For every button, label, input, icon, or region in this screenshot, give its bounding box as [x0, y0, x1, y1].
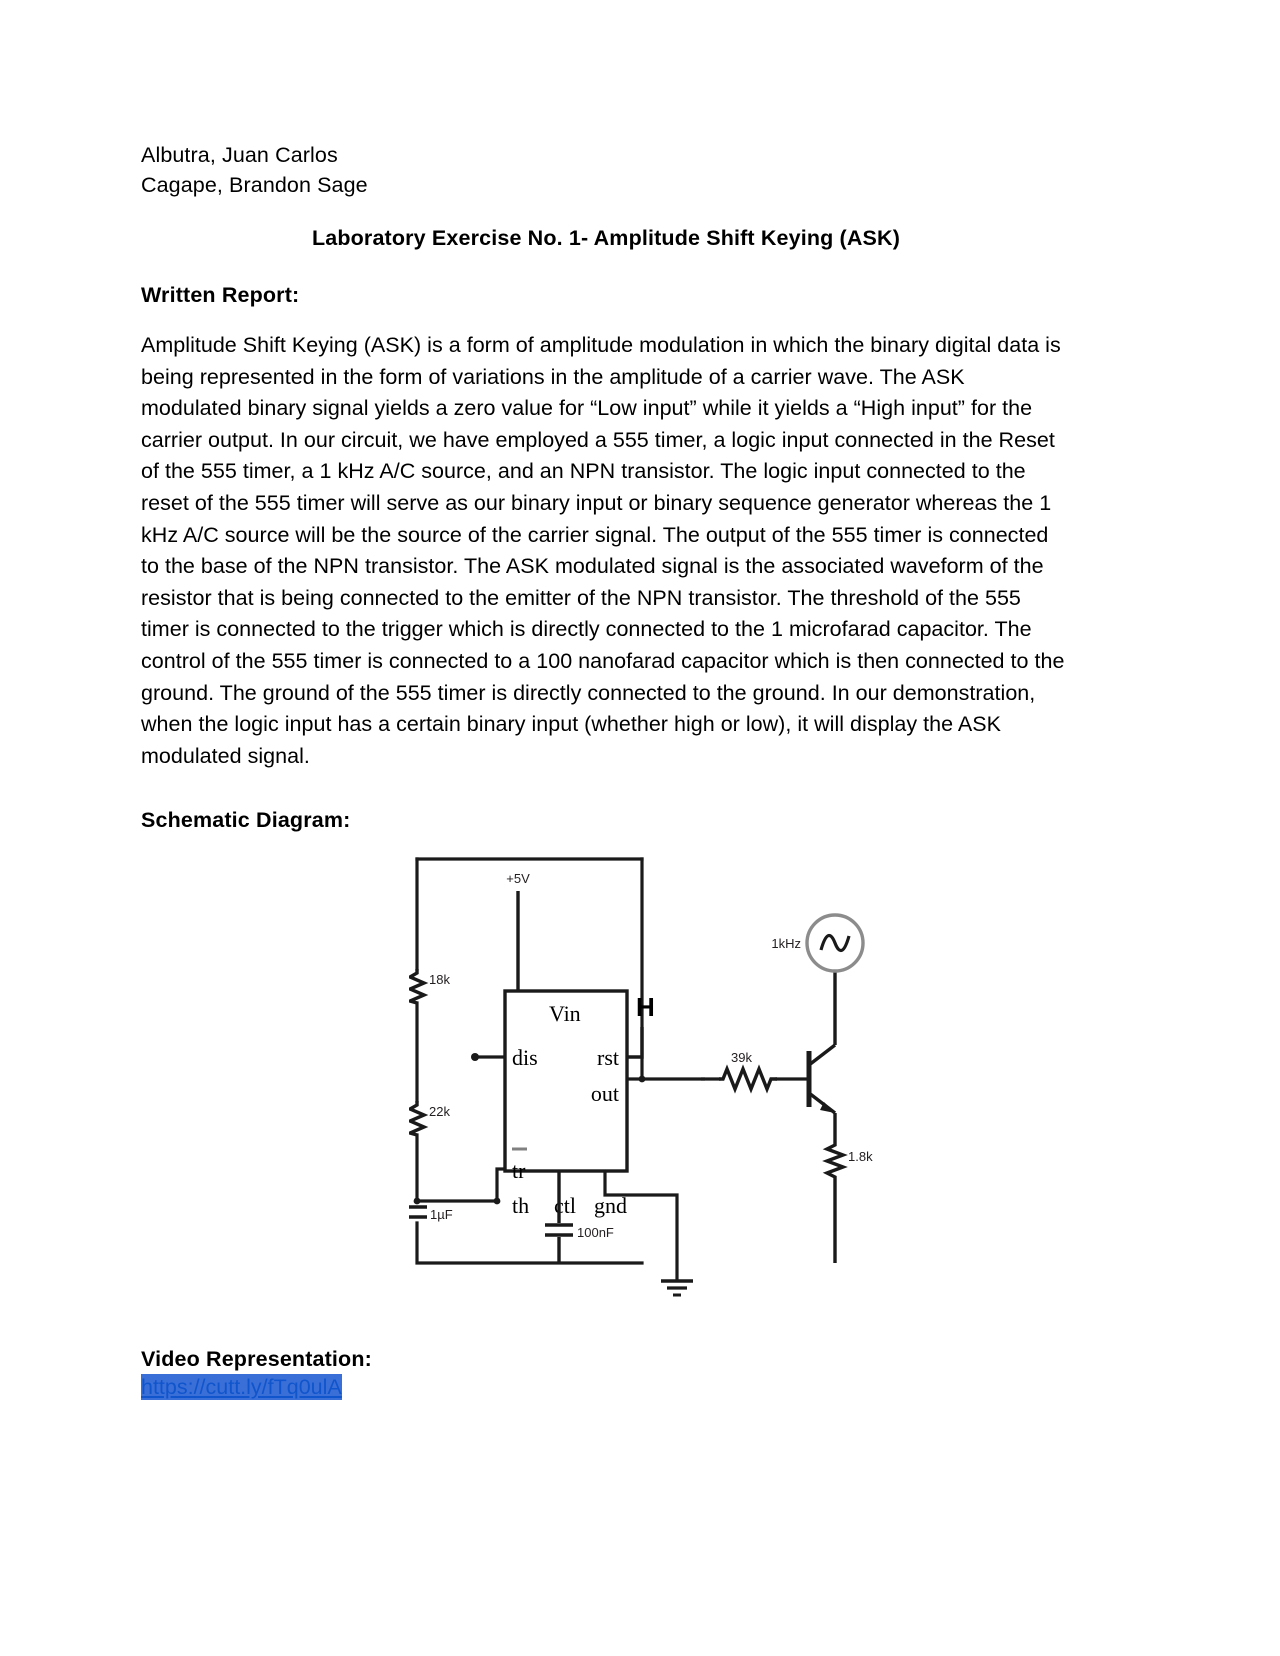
written-report-paragraph: Amplitude Shift Keying (ASK) is a form o…	[141, 333, 1065, 768]
resistor-22k-label: 22k	[429, 1104, 450, 1119]
author-name-1: Albutra, Juan Carlos	[141, 143, 338, 167]
ic-pin-dis: dis	[512, 1045, 538, 1070]
capacitor-1uF-label: 1µF	[430, 1207, 453, 1222]
transistor-collector-lead	[807, 1043, 837, 1067]
supply-node: +5V	[506, 871, 530, 992]
transistor-emitter-arrow	[820, 1102, 835, 1114]
ac-source-circle	[805, 913, 865, 974]
logic-input-node: H	[627, 992, 655, 1060]
junction-dot-tr	[493, 1197, 501, 1205]
resistor-18k-label: 18k	[429, 972, 450, 987]
ic-pin-rst: rst	[597, 1045, 619, 1070]
author-name-2: Cagape, Brandon Sage	[141, 173, 368, 197]
ac-source-label: 1kHz	[771, 936, 801, 951]
ic-pin-ctl: ctl	[554, 1193, 576, 1218]
junction-dot-out	[638, 1075, 646, 1083]
document-content: Albutra, Juan Carlos Cagape, Brandon Sag…	[141, 140, 1071, 1401]
ic-555-body: Vin dis tr th th rst out ctl gnd	[503, 989, 629, 1218]
capacitor-1uF: 1µF	[409, 1205, 453, 1222]
ic-pin-out: out	[591, 1081, 619, 1106]
resistor-39k-value: 39k	[731, 1050, 752, 1065]
wire-bottom-left-rail	[415, 1221, 644, 1265]
page-title: Laboratory Exercise No. 1- Amplitude Shi…	[311, 226, 901, 250]
supply-label: +5V	[506, 871, 530, 886]
resistor-22k: 22k	[409, 1101, 450, 1137]
resistor-1.8k: 1.8k	[822, 1141, 873, 1264]
video-representation-heading: Video Representation:	[141, 1347, 372, 1372]
wire-gnd-to-earth	[603, 1171, 679, 1282]
circuit-schematic-right-svg: 39k 1kHz	[701, 913, 873, 1264]
ac-source: 1kHz	[771, 913, 865, 974]
schematic-diagram-heading: Schematic Diagram:	[141, 808, 351, 833]
logic-input-label: H	[636, 992, 655, 1022]
ac-source-sine-icon	[819, 934, 851, 953]
npn-transistor	[806, 971, 837, 1142]
ic-pin-vin: Vin	[549, 1001, 581, 1026]
schematic-diagram-figure: 18k 22k 1µF	[141, 851, 1071, 1303]
wire-rst-stub	[627, 1027, 644, 1060]
video-link[interactable]: https://cutt.ly/fTq0ulA	[141, 1374, 342, 1401]
ic-pin-tr: tr	[512, 1158, 526, 1183]
ic-pin-th-label: th	[512, 1193, 529, 1218]
ground-symbol	[661, 1279, 693, 1297]
terminal-dot-dis	[471, 1053, 479, 1062]
resistor-18k: 18k	[409, 969, 450, 1005]
capacitor-100nF-label: 100nF	[577, 1225, 614, 1240]
capacitor-100nF: 100nF	[545, 1171, 614, 1264]
written-report-heading: Written Report:	[141, 283, 300, 307]
circuit-schematic-svg: 18k 22k 1µF	[409, 857, 705, 1297]
resistor-1.8k-label: 1.8k	[848, 1149, 873, 1164]
resistor-39k-body: 39k	[719, 1050, 777, 1094]
wire-tr-jumper	[495, 1167, 505, 1202]
ic-pin-gnd: gnd	[594, 1193, 627, 1218]
